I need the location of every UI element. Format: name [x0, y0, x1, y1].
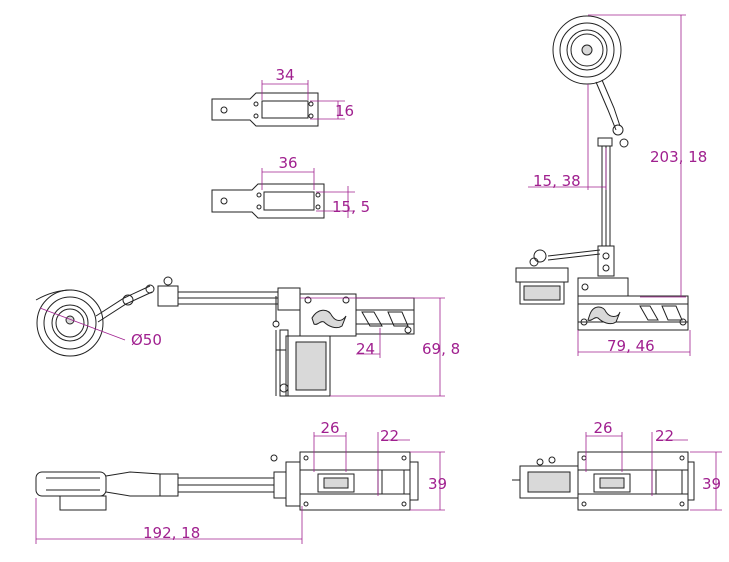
dimension-overall-length: 192, 18: [35, 498, 303, 544]
dimension-label: 192, 18: [143, 524, 200, 542]
dimension-front-mount-width: 79, 46: [577, 330, 691, 356]
dimension-label: 22: [380, 427, 399, 445]
mount-bracket-top: [211, 92, 319, 127]
dimension-bottom-left-hole-spacing: 26: [313, 419, 347, 472]
dimension-bracket-top-width: 34: [261, 66, 309, 100]
dimension-bracket-bottom-height: 15, 5: [316, 186, 370, 218]
dimension-label: Ø50: [131, 331, 162, 349]
dimension-label: 16: [335, 102, 354, 120]
mount-bracket-bottom: [211, 183, 325, 219]
dimension-bottom-left-mount-height: 39: [410, 451, 447, 511]
dimension-bottom-right-mount-height: 39: [690, 451, 722, 511]
dimension-label: 39: [428, 475, 447, 493]
dimension-strut-offset: 15, 38: [528, 84, 607, 190]
dimension-label: 36: [278, 154, 297, 172]
dimension-label: 39: [702, 475, 721, 493]
dimension-label: 15, 38: [533, 172, 581, 190]
dimension-label: 79, 46: [607, 337, 655, 355]
landing-gear-front-view: [515, 15, 689, 331]
dimension-bottom-right-hole-spacing: 26: [585, 419, 623, 472]
dimension-bracket-top-height: 16: [310, 100, 354, 120]
dimension-label: 34: [275, 66, 294, 84]
landing-gear-bottom-view: [35, 451, 419, 511]
dimension-gear-total-height: 203, 18: [588, 14, 707, 298]
dimension-label: 15, 5: [332, 198, 370, 216]
dimension-bottom-right-rail-width: 22: [651, 427, 688, 496]
dimension-side-mount-height: 69, 8: [300, 297, 460, 397]
dimension-label: 26: [320, 419, 339, 437]
landing-gear-side-view: [35, 276, 415, 397]
dimension-wheel-diameter: Ø50: [39, 307, 162, 349]
dimension-label: 22: [655, 427, 674, 445]
dimension-side-mount-offset: 24: [356, 328, 381, 358]
dimension-label: 69, 8: [422, 340, 460, 358]
dimension-bracket-bottom-width: 36: [261, 154, 315, 190]
dimension-label: 26: [593, 419, 612, 437]
landing-gear-bottom-view-right: [512, 451, 695, 511]
dimension-label: 203, 18: [650, 148, 707, 166]
dimension-label: 24: [356, 340, 375, 358]
dimension-bottom-left-rail-width: 22: [377, 427, 410, 496]
